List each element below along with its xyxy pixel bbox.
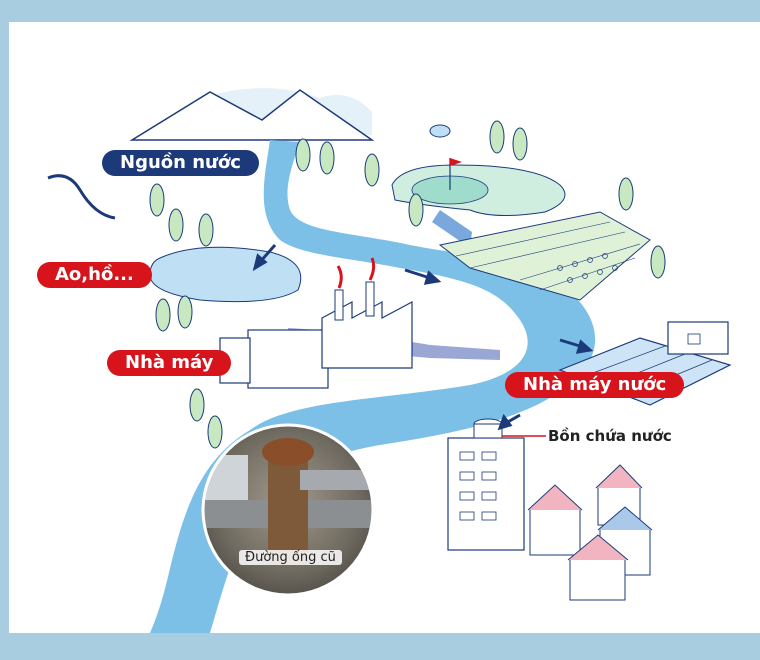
trees — [149, 120, 666, 449]
old-pipe-label: Đường ống cũ — [239, 550, 342, 565]
pond-small — [429, 124, 451, 138]
mountains — [129, 88, 375, 141]
houses — [527, 464, 653, 601]
old-pipe-photo — [201, 423, 375, 597]
water-treatment-plant — [558, 321, 732, 406]
factory-building — [219, 257, 413, 389]
flow-arrows — [252, 244, 594, 431]
factory-label: Nhà máy — [107, 350, 232, 376]
canal — [432, 210, 472, 248]
hose — [47, 174, 116, 220]
water-supply-scene — [47, 88, 732, 633]
apartment-with-tank — [447, 418, 546, 551]
farm-fields — [438, 211, 651, 301]
pond-lake-label: Ao,hồ... — [37, 262, 152, 288]
water-plant-label: Nhà máy nước — [505, 372, 685, 398]
water-source-label: Nguồn nước — [102, 150, 259, 176]
illustration-panel: Nguồn nước Ao,hồ... Nhà máy Nhà máy nước… — [9, 22, 760, 633]
golf-course — [391, 158, 566, 217]
water-tank-label: Bồn chứa nước — [548, 427, 672, 445]
pond-top — [149, 246, 302, 303]
